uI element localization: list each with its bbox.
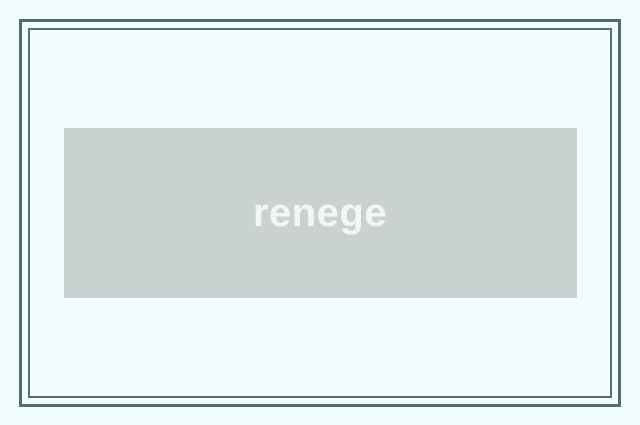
card-frame-outer: renege xyxy=(19,19,621,407)
card-frame-inner: renege xyxy=(28,28,612,398)
word-box: renege xyxy=(63,128,577,298)
word-text: renege xyxy=(252,191,388,235)
